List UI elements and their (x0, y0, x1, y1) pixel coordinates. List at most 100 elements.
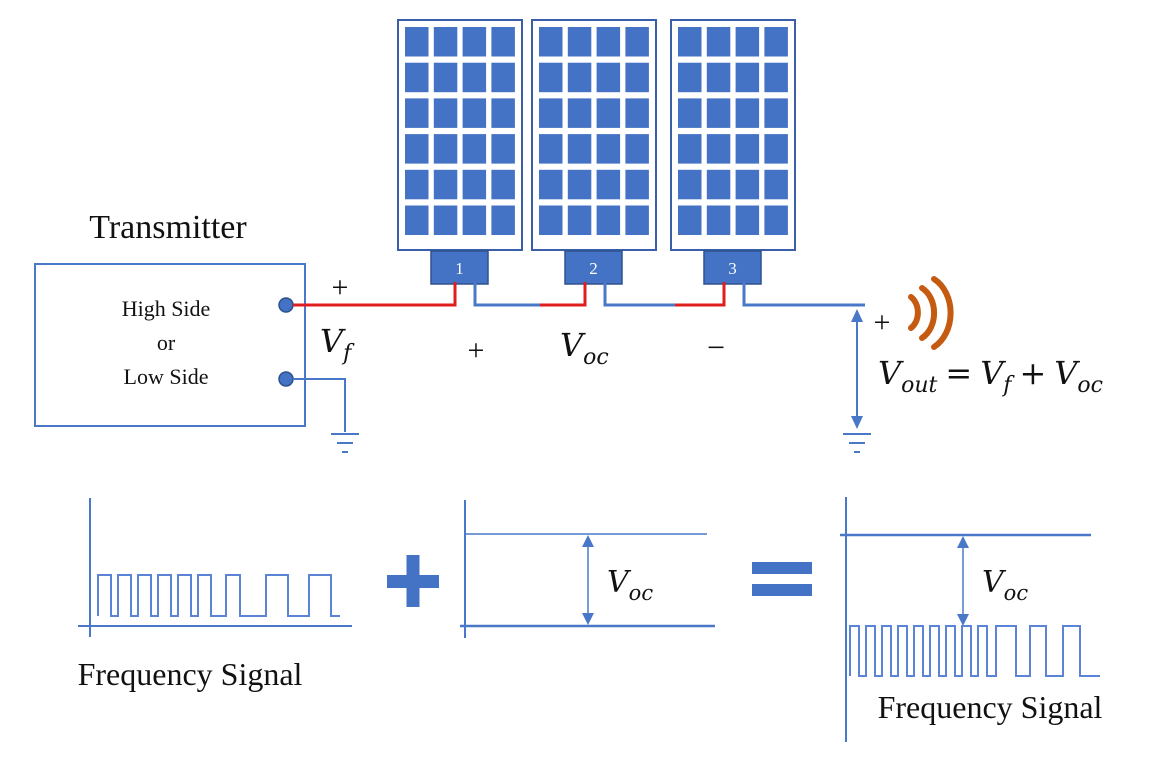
solar-cell (625, 62, 649, 93)
vout-arrow-head-up (851, 309, 863, 322)
wire-low-side-ground (293, 378, 346, 432)
solar-cell (462, 27, 487, 57)
junction-box (430, 250, 489, 285)
solar-cell (491, 98, 515, 128)
solar-cell (678, 62, 702, 93)
solar-cell (433, 98, 458, 128)
ground-left-icon (331, 433, 359, 453)
solar-cell (625, 169, 649, 200)
wire-panel2-out (603, 282, 675, 307)
left-signal-caption: Frequency Signal (78, 656, 303, 692)
solar-cell (706, 27, 731, 57)
solar-cell (462, 134, 487, 164)
solar-cell (539, 27, 563, 57)
solar-cell (405, 134, 429, 164)
left-pulse-train (97, 574, 340, 617)
transmitter-title: Transmitter (89, 209, 247, 246)
solar-cell (678, 169, 702, 200)
solar-cell (596, 205, 621, 235)
solar-cell (735, 169, 760, 200)
solar-cell (405, 27, 429, 57)
solar-cell (539, 134, 563, 164)
mid-voc-arrow-head-down (582, 613, 594, 625)
solar-cell (433, 205, 458, 235)
solar-cell (764, 134, 788, 164)
right-voc-arrow-head-up (957, 536, 969, 548)
voc-label: Voc (560, 326, 609, 370)
right-pulse-train (849, 625, 1100, 677)
transmitter-line-or: or (157, 330, 176, 355)
ground-right-icon (843, 433, 871, 453)
solar-cell (596, 134, 621, 164)
solar-cell (567, 27, 592, 57)
solar-cell (706, 169, 731, 200)
panel-number-label: 1 (455, 259, 464, 278)
vout-plus-sign: + (874, 306, 891, 339)
solar-cell (462, 62, 487, 93)
high-side-terminal (278, 297, 294, 313)
vf-plus-sign: + (332, 271, 349, 304)
solar-cell (678, 134, 702, 164)
solar-cell (433, 134, 458, 164)
solar-cell (625, 205, 649, 235)
solar-cell (706, 98, 731, 128)
antenna-signal-icon (908, 276, 954, 350)
solar-cell (735, 62, 760, 93)
solar-cell (706, 205, 731, 235)
solar-cell (596, 62, 621, 93)
solar-cell (491, 27, 515, 57)
right-voc-label: Voc (982, 565, 1028, 605)
solar-cell (567, 169, 592, 200)
dc-voltage-plot (460, 500, 715, 638)
solar-cell (735, 205, 760, 235)
solar-cell (462, 98, 487, 128)
solar-cell (596, 98, 621, 128)
wiring (293, 282, 865, 432)
solar-cell (462, 205, 487, 235)
solar-cell (706, 62, 731, 93)
solar-cell (539, 205, 563, 235)
solar-cell (735, 27, 760, 57)
solar-cell (539, 169, 563, 200)
wire-to-panel3 (675, 282, 726, 307)
solar-cell (764, 98, 788, 128)
solar-cell (567, 98, 592, 128)
plus-operator-icon (387, 555, 439, 607)
equals-operator-icon (752, 562, 812, 596)
combined-signal-plot (840, 497, 1100, 742)
solar-cell (433, 62, 458, 93)
solar-cell (405, 98, 429, 128)
solar-cell (596, 27, 621, 57)
solar-cell (539, 98, 563, 128)
vout-arrow-head-down (851, 416, 863, 429)
solar-panel-1: 1 (397, 19, 523, 285)
solar-cell (491, 134, 515, 164)
solar-cell (706, 134, 731, 164)
solar-panel-3: 3 (670, 19, 796, 285)
solar-panel-2: 2 (531, 19, 657, 285)
solar-cell (678, 205, 702, 235)
solar-cell (539, 62, 563, 93)
transmitter-line-high: High Side (122, 296, 211, 321)
solar-cell (567, 205, 592, 235)
solar-cell (405, 169, 429, 200)
wire-to-panel2 (540, 282, 587, 307)
wire-panel1-out (473, 282, 540, 307)
junction-box (703, 250, 762, 285)
solar-cell (433, 27, 458, 57)
solar-cell (678, 98, 702, 128)
solar-cell (405, 62, 429, 93)
solar-cell (625, 134, 649, 164)
junction-box (564, 250, 623, 285)
solar-cell (735, 98, 760, 128)
mid-voc-arrow-head-up (582, 535, 594, 547)
vout-equation: Vout=Vf+Voc (878, 354, 1103, 398)
right-voc-arrow-head-down (957, 614, 969, 626)
solar-cell (491, 169, 515, 200)
solar-cell (567, 134, 592, 164)
vf-label: Vf (320, 322, 355, 366)
solar-cell (764, 62, 788, 93)
wire-vf-to-panel1 (293, 282, 457, 307)
solar-cell (405, 205, 429, 235)
